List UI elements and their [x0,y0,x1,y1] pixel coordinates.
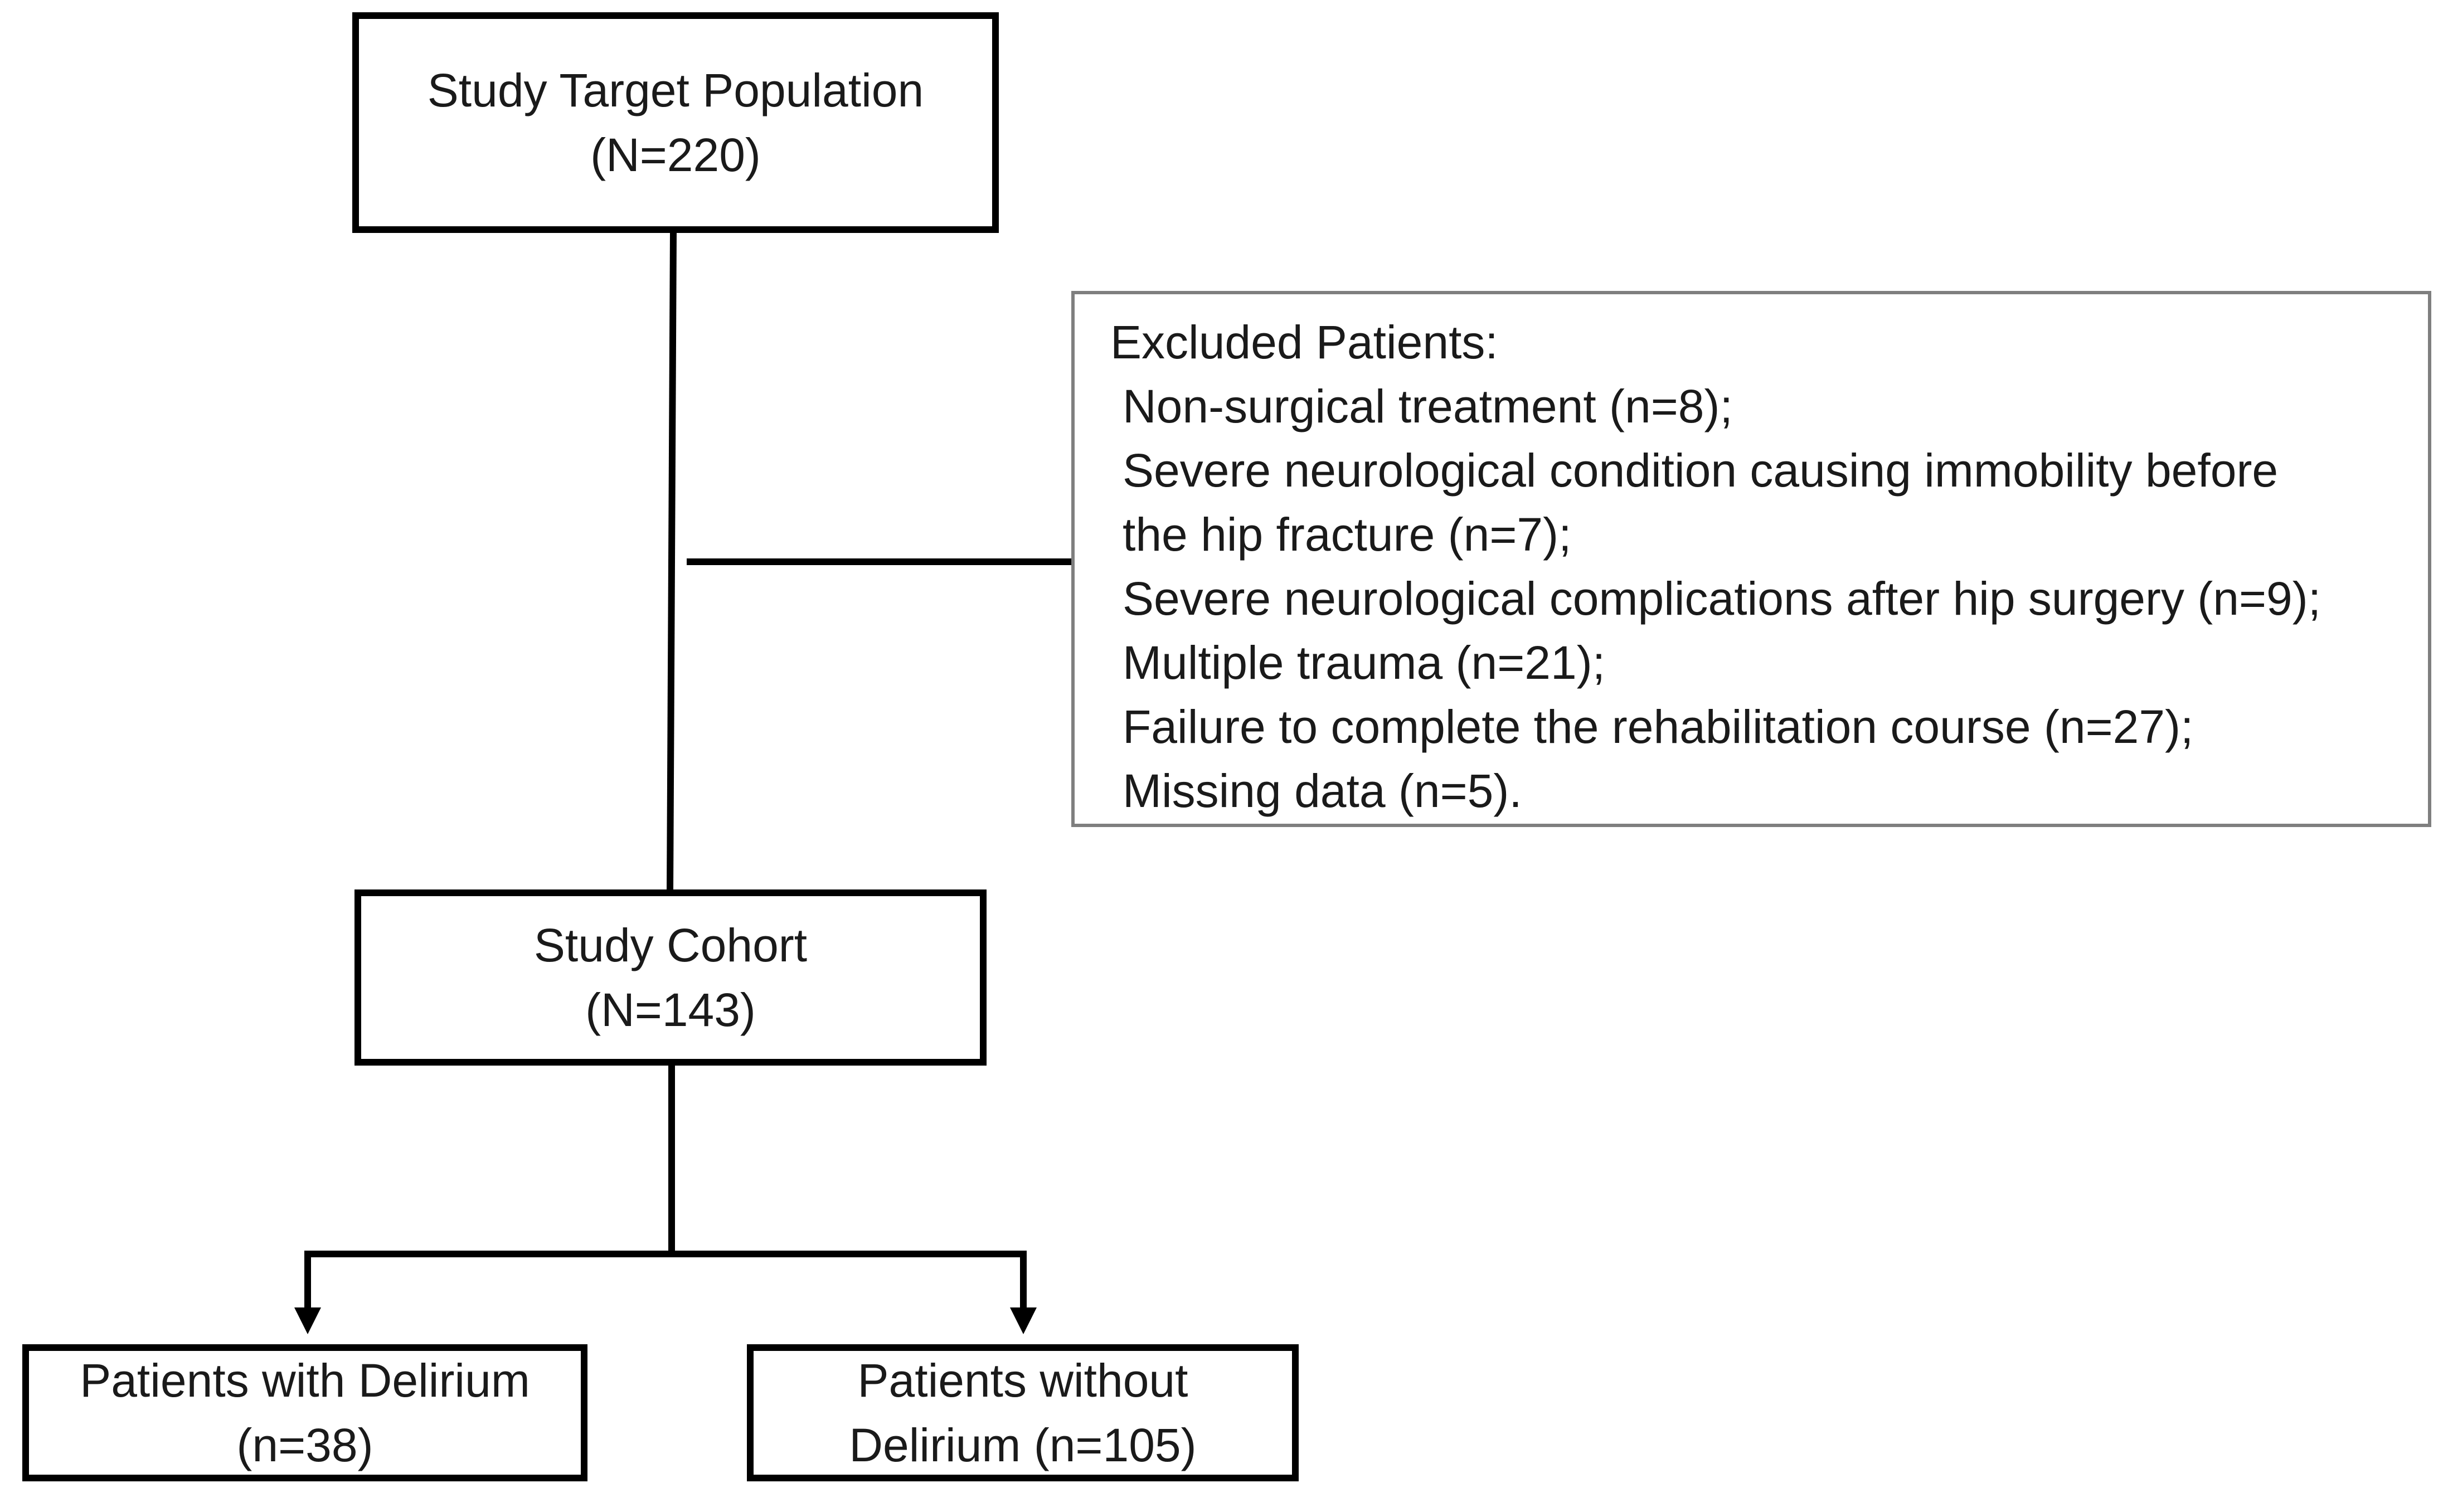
exclusion-box: Excluded Patients: Non-surgical treatmen… [1071,291,2431,827]
delirium-label: Patients with Delirium [80,1354,530,1407]
exclusion-item: Severe neurological complications after … [1123,572,2321,625]
exclusion-item: Failure to complete the rehabilitation c… [1123,701,2194,753]
target-population-count: (N=220) [590,129,761,181]
no-delirium-label: Patients without [857,1354,1188,1407]
exclusion-list: Non-surgical treatment (n=8); Severe neu… [1110,375,2428,823]
connector-target-to-cohort [667,231,677,891]
study-cohort-count: (N=143) [585,984,756,1036]
exclusion-item: Multiple trauma (n=21); [1123,636,1606,689]
exclusion-title: Excluded Patients: [1110,316,1498,368]
target-population-box: Study Target Population (N=220) [352,12,999,233]
study-cohort-label: Study Cohort [533,919,808,971]
exclusion-item: the hip fracture (n=7); [1123,508,1572,561]
target-population-label: Study Target Population [427,64,924,116]
no-delirium-count: Delirium (n=105) [849,1419,1197,1471]
exclusion-item: Missing data (n=5). [1123,765,1522,817]
no-delirium-box: Patients without Delirium (n=105) [747,1344,1299,1481]
exclusion-item: Non-surgical treatment (n=8); [1123,380,1733,432]
delirium-count: (n=38) [236,1419,373,1471]
study-cohort-box: Study Cohort (N=143) [354,889,987,1066]
exclusion-item: Severe neurological condition causing im… [1123,444,2279,497]
delirium-box: Patients with Delirium (n=38) [22,1344,587,1481]
